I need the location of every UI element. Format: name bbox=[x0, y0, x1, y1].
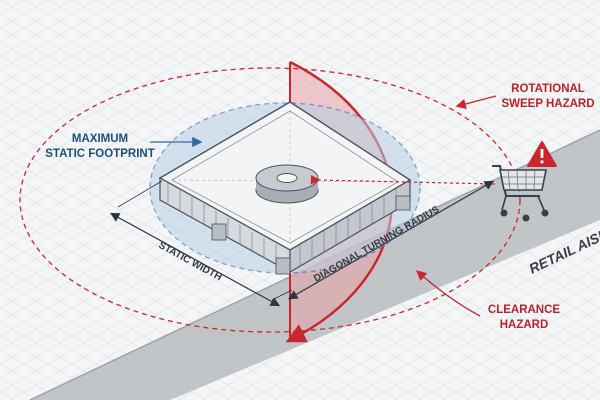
static-width-ext-right bbox=[271, 289, 293, 301]
rotational-label-line2: SWEEP HAZARD bbox=[501, 98, 594, 110]
max-footprint-label-line2: STATIC FOOTPRINT bbox=[45, 148, 154, 160]
clearance-label-line2: HAZARD bbox=[500, 319, 549, 331]
warning-triangle-icon bbox=[527, 141, 557, 167]
clearance-leader bbox=[416, 270, 481, 317]
pivot-ring bbox=[255, 164, 319, 204]
static-width-line bbox=[109, 212, 281, 307]
max-footprint-label-line1: MAXIMUM bbox=[72, 133, 128, 145]
rotational-label-line1: ROTATIONAL bbox=[511, 83, 585, 95]
pallet-foot bbox=[275, 257, 291, 275]
diagonal-radius-line bbox=[287, 180, 495, 300]
pallet-foot bbox=[211, 223, 227, 241]
static-width-ext-left bbox=[117, 180, 163, 208]
rotational-leader bbox=[455, 95, 497, 110]
clearance-label-line1: CLEARANCE bbox=[488, 304, 561, 316]
turning-circle-dashed bbox=[19, 67, 521, 333]
pallet-foot bbox=[395, 195, 411, 211]
shopping-cart-icon bbox=[492, 165, 549, 222]
